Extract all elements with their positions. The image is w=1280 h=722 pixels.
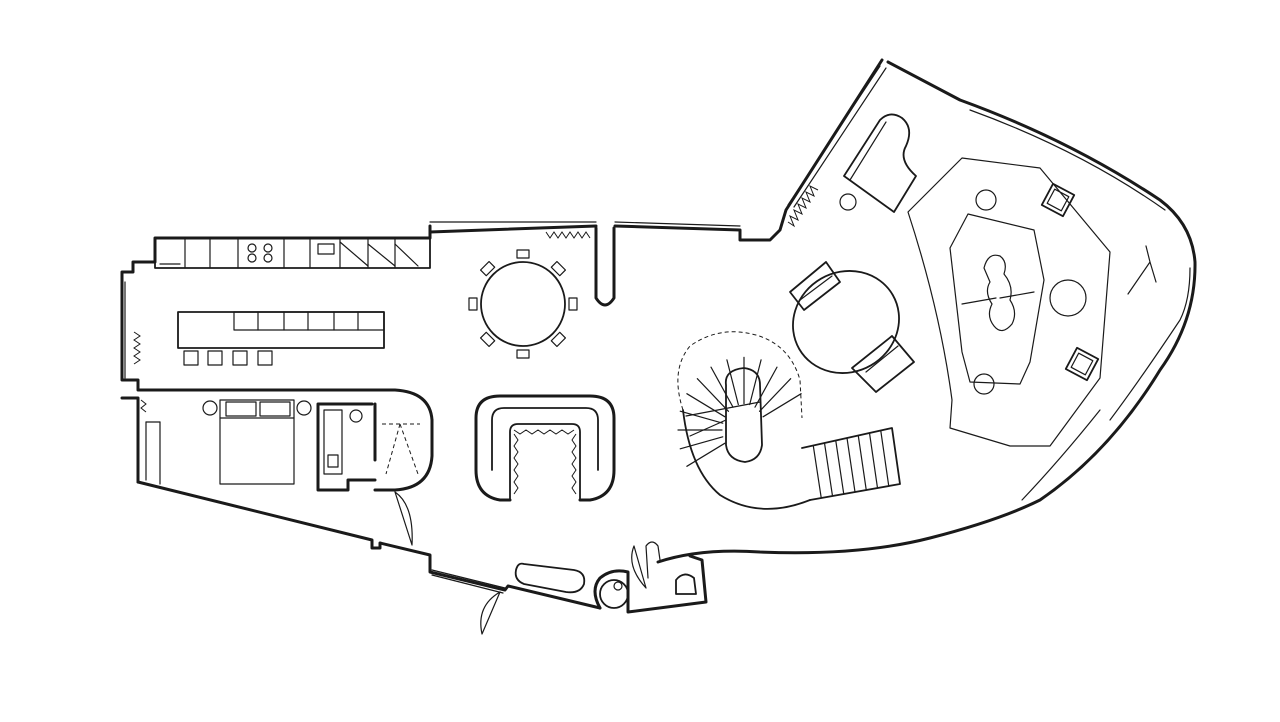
stair-void-outline: [677, 331, 803, 419]
flight-tread: [812, 444, 822, 499]
exterior-walls: [120, 58, 1197, 614]
lounge-chair: [1040, 182, 1076, 218]
stair-tread: [679, 410, 724, 424]
stair-tread: [679, 436, 724, 450]
dining-chair: [516, 349, 530, 359]
stair-guide: [685, 401, 761, 417]
stair-treads: [677, 356, 802, 467]
wall-north-mid: [428, 224, 598, 234]
dining-chair: [550, 331, 567, 348]
flight-tread: [857, 434, 867, 491]
grand-piano: [843, 113, 917, 213]
stair-tread: [686, 442, 726, 467]
armchair: [851, 335, 915, 393]
stair-tread: [686, 393, 726, 418]
dining-chair: [516, 249, 530, 259]
stair-tread: [696, 378, 730, 412]
stair-outer-edge: [682, 409, 811, 510]
wall-kitchen-top: [120, 226, 434, 422]
bathroom: [316, 402, 434, 546]
wall-ne: [613, 58, 884, 242]
flight-treads: [812, 429, 890, 499]
pillar-north: [594, 226, 616, 307]
entry-door-swing: [631, 545, 647, 589]
stool: [232, 350, 248, 366]
bathroom-walls: [316, 402, 434, 492]
floor-lamp: [1127, 245, 1157, 295]
wall-south-living: [656, 60, 1197, 564]
piano-stool: [839, 193, 857, 211]
dining: [468, 249, 578, 359]
kitchen-counter: [154, 237, 431, 269]
entry-column: [599, 579, 629, 609]
rug-outer: [907, 157, 1111, 447]
bench: [514, 562, 586, 594]
stool: [207, 350, 223, 366]
wall-south-curve: [593, 554, 708, 614]
dining-chair: [550, 260, 567, 277]
rug-inner: [949, 213, 1045, 385]
flight-tread: [846, 437, 856, 493]
spiral-stair: [677, 331, 901, 510]
stair-tread: [762, 393, 802, 418]
stair-tread: [710, 366, 734, 408]
dining-chair: [568, 297, 578, 311]
sofa-inner: [509, 423, 581, 501]
stool: [183, 350, 199, 366]
dining-chairs: [468, 249, 578, 359]
nightstand-lamp: [296, 400, 312, 416]
entry: [480, 541, 697, 635]
flight-tread: [868, 432, 879, 489]
wall-south-diagonal: [136, 480, 602, 610]
glazing: [124, 65, 1191, 594]
wall-bedroom-west: [120, 396, 140, 484]
living-room: [789, 113, 1157, 447]
stair-tread: [726, 359, 739, 406]
side-table: [975, 189, 997, 211]
armchair: [789, 261, 841, 311]
stair-guide: [689, 419, 727, 437]
bedroom: [145, 399, 312, 485]
nightstand-lamp: [202, 400, 218, 416]
stair-inner-core: [724, 367, 763, 463]
stair-tread: [754, 366, 778, 408]
kitchen: [154, 237, 431, 366]
side-table: [1049, 279, 1087, 317]
dining-chair: [479, 331, 496, 348]
dining-table: [480, 261, 566, 347]
stair-tread: [758, 378, 792, 412]
lounge-sofa: [474, 394, 616, 502]
bear-rug: [983, 254, 1016, 332]
bed: [219, 399, 295, 485]
lounge-chair: [1064, 346, 1100, 382]
curtains: [133, 184, 819, 413]
sofa-outer: [474, 394, 616, 502]
front-door-swing: [480, 591, 501, 635]
dining-chair: [479, 260, 496, 277]
oval-table: [792, 270, 900, 374]
dining-chair: [468, 297, 478, 311]
stool: [257, 350, 273, 366]
stair-tread: [749, 359, 762, 406]
flight-tread: [835, 439, 845, 495]
flight-tread: [880, 429, 890, 487]
side-table: [973, 373, 995, 395]
flight-tread: [823, 442, 834, 497]
